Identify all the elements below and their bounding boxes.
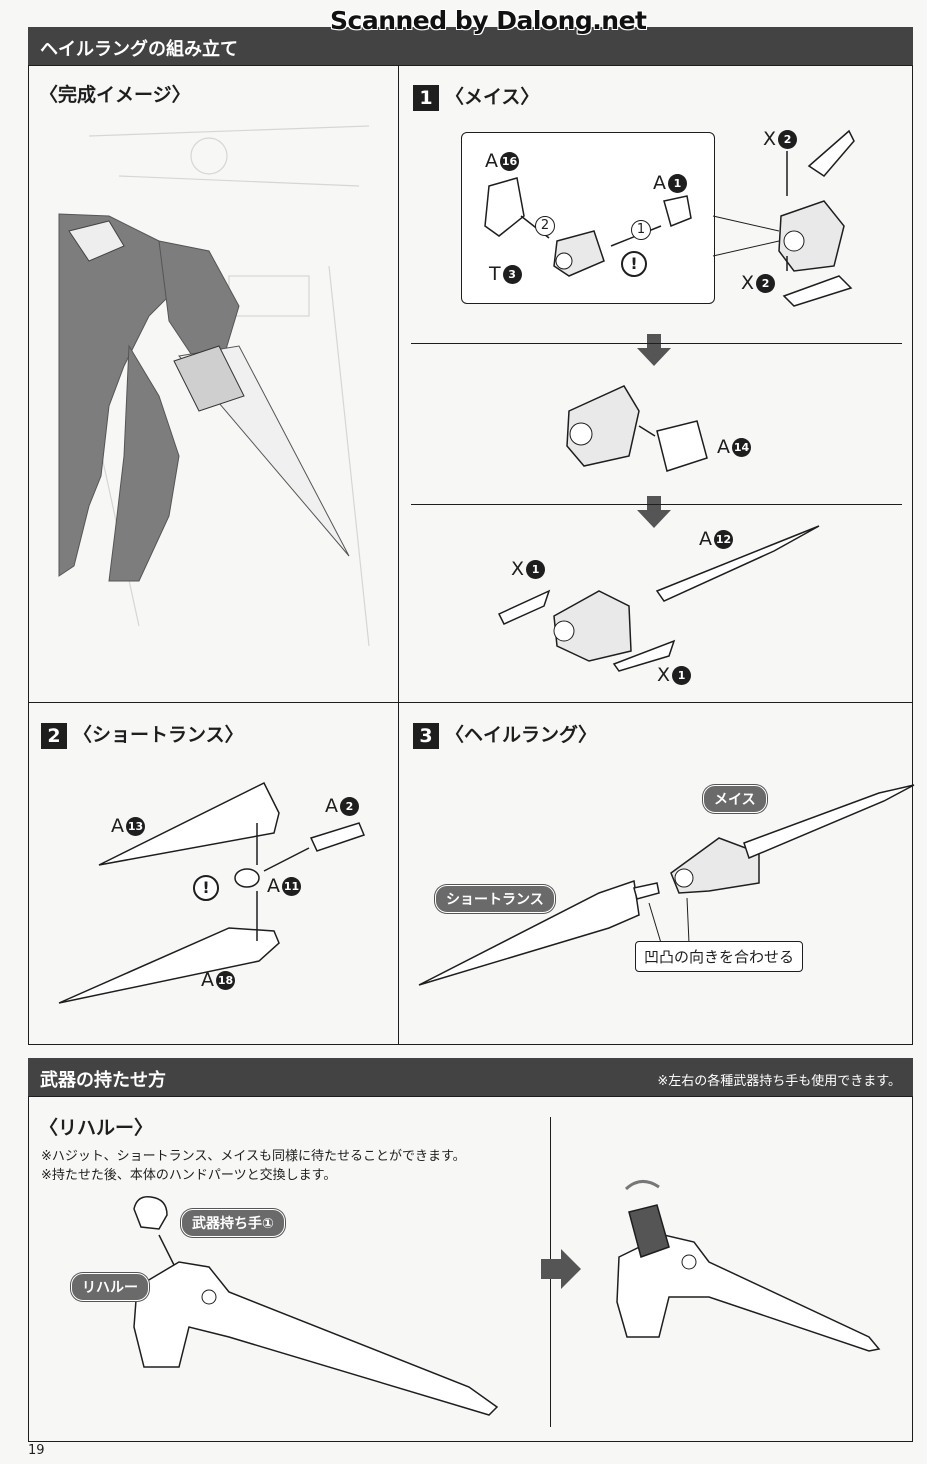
short-lance-pill-label: ショートランス	[435, 885, 555, 913]
part-number-badge: 3	[502, 265, 522, 284]
weapons-note-line: ※持たせた後、本体のハンドパーツと交換します。	[41, 1168, 337, 1183]
alignment-callout: 凹凸の向きを合わせる	[635, 941, 804, 972]
section-title: ヘイルラングの組み立て	[40, 39, 238, 60]
part-number-badge: 12	[714, 530, 733, 549]
weapons-panel: 〈リハルー〉 ※ハジット、ショートランス、メイスも同様に待たせることができます。…	[28, 1096, 913, 1442]
scan-credit: Scanned by Dalong.net	[330, 6, 647, 35]
weapons-note-right: ※左右の各種武器持ち手も使用できます。	[657, 1074, 901, 1089]
complete-image-title: 〈完成イメージ〉	[39, 84, 191, 106]
step1-diagram	[484, 129, 855, 672]
step2-number: 2	[41, 722, 67, 749]
order-marker-2: 2	[535, 216, 555, 236]
part-number-badge: 1	[526, 560, 546, 579]
caution-icon: !	[621, 251, 647, 277]
part-number-badge: 18	[216, 971, 235, 990]
rehaloo-pill-label: リハルー	[71, 1273, 149, 1301]
step1-divider-1	[411, 343, 902, 344]
step3-number: 3	[413, 722, 439, 749]
step1-divider-2	[411, 504, 902, 505]
weapons-section-title: 武器の持たせ方	[40, 1070, 166, 1091]
part-number-badge: 2	[756, 274, 776, 293]
complete-figure-illustration	[58, 125, 370, 647]
weapons-diagram	[133, 1180, 881, 1416]
step3-title: 3 〈ヘイルラング〉	[413, 720, 597, 749]
part-number-badge: 11	[282, 877, 301, 896]
weapons-section-header: 武器の持たせ方 ※左右の各種武器持ち手も使用できます。	[28, 1058, 913, 1096]
weapons-notes: ※ハジット、ショートランス、メイスも同様に待たせることができます。 ※持たせた後…	[41, 1147, 466, 1185]
step1-label: 〈メイス〉	[445, 86, 540, 108]
page-number: 19	[28, 1443, 45, 1458]
part-number-badge: 1	[672, 666, 692, 685]
step2-title: 2 〈ショートランス〉	[41, 720, 244, 749]
weapon-hand-pill-label: 武器持ち手①	[181, 1209, 285, 1237]
step3-hail-lung-panel: 3 〈ヘイルラング〉 メイス ショートランス 凹凸の向きを合わせる	[398, 702, 915, 1045]
step2-label: 〈ショートランス〉	[73, 724, 244, 746]
part-number-badge: 13	[126, 817, 145, 836]
step3-label: 〈ヘイルラング〉	[445, 724, 598, 746]
step1-title: 1 〈メイス〉	[413, 82, 539, 111]
part-number-badge: 2	[340, 797, 359, 816]
part-number-badge: 1	[668, 174, 687, 193]
complete-image-panel: 〈完成イメージ〉	[28, 65, 400, 703]
weapons-subtitle: 〈リハルー〉	[39, 1117, 154, 1139]
part-number-badge: 2	[778, 130, 798, 149]
part-number-badge: 14	[732, 438, 751, 457]
step3-diagram	[418, 784, 915, 986]
step2-diagram	[58, 781, 366, 1004]
part-number-badge: 16	[500, 152, 519, 171]
step1-number: 1	[413, 84, 439, 111]
weapons-note-line: ※ハジット、ショートランス、メイスも同様に待たせることができます。	[41, 1149, 466, 1164]
caution-icon: !	[193, 875, 219, 901]
order-marker-1: 1	[631, 220, 651, 240]
assembly-section-header: ヘイルラングの組み立て	[28, 27, 913, 65]
mace-pill-label: メイス	[703, 785, 767, 813]
